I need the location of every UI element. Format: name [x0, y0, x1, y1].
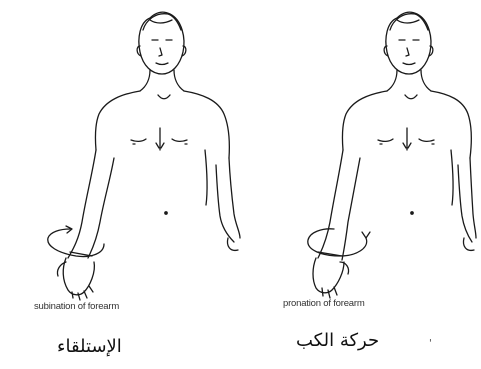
supination-caption-en: subination of forearm	[34, 301, 119, 312]
right-figure-neck	[387, 70, 431, 91]
right-figure-hand	[313, 258, 349, 298]
supination-figure	[48, 12, 240, 300]
left-figure-torso	[95, 91, 229, 158]
pronation-caption-en: pronation of forearm	[283, 298, 365, 309]
pronation-caption-ar: حركة الكب	[296, 330, 379, 351]
left-figure-left-arm	[216, 158, 240, 242]
right-figure-left-arm	[458, 158, 476, 242]
supination-caption-ar: الإستلقاء	[57, 336, 122, 357]
right-figure-right-arm	[318, 150, 360, 260]
right-figure-rotation-arrow	[308, 229, 367, 256]
left-figure-right-arm	[68, 150, 114, 258]
left-figure-neck	[140, 70, 184, 91]
left-figure-hair	[143, 14, 181, 30]
right-figure-hair	[390, 14, 428, 30]
left-figure-hand	[57, 258, 94, 300]
stray-mark: '	[429, 338, 432, 349]
pronation-figure	[308, 12, 476, 298]
